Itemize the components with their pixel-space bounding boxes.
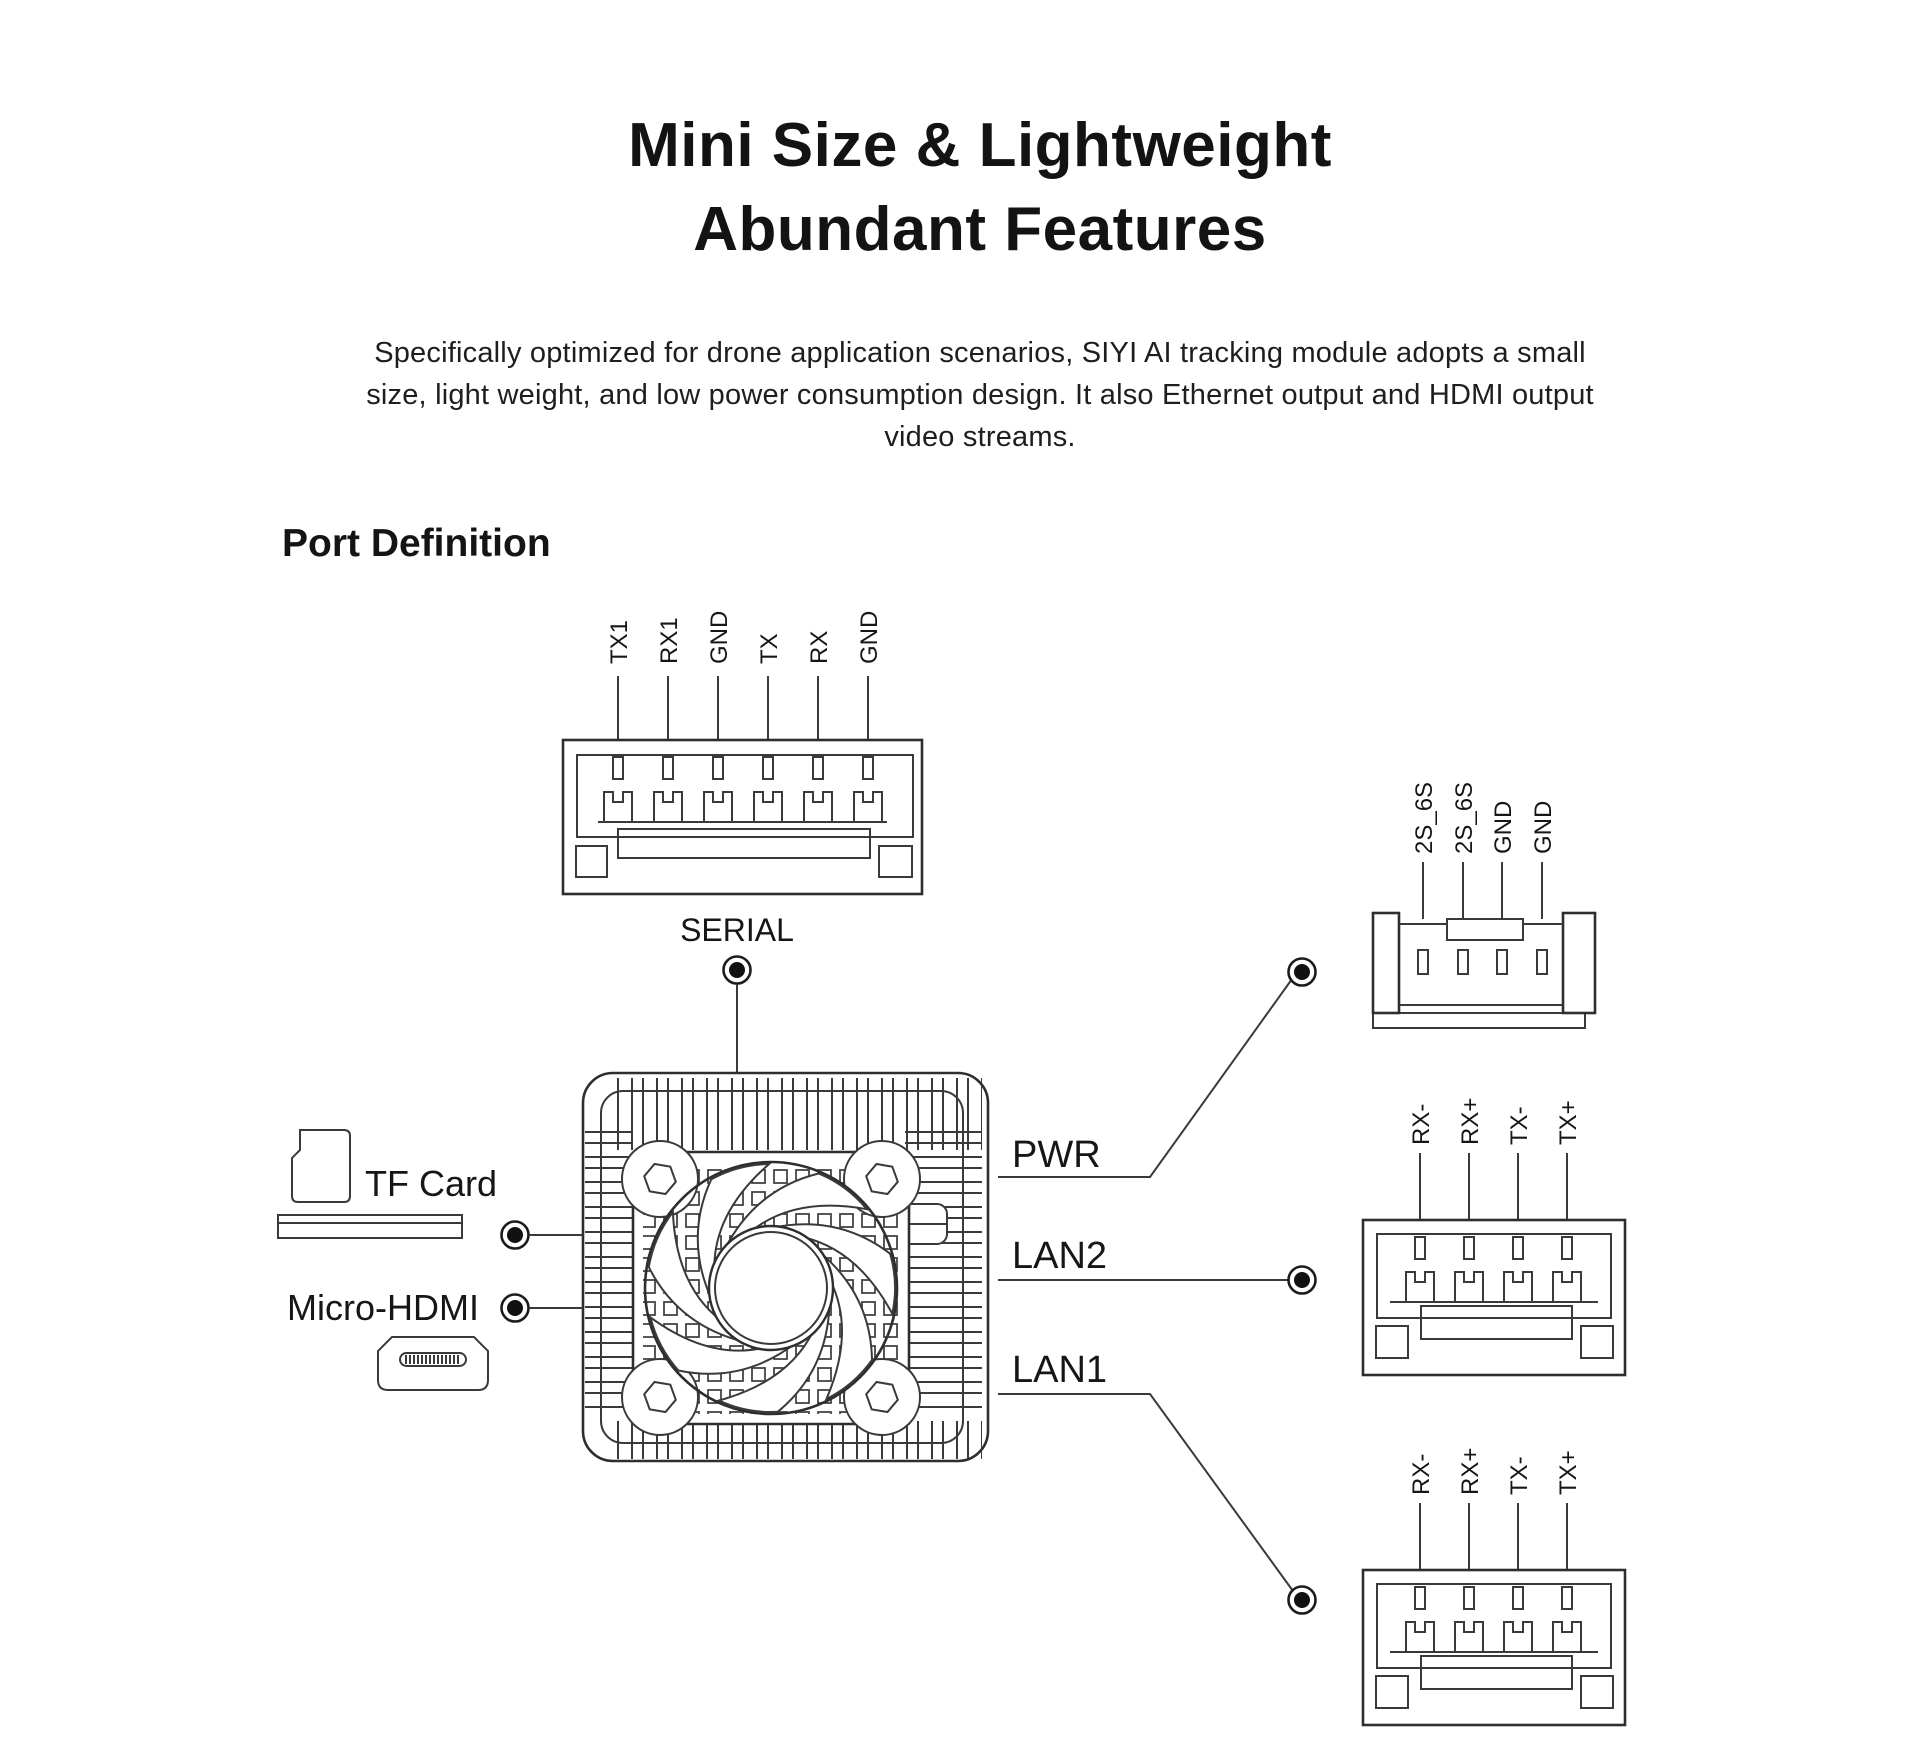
lan1-pin-label: RX+ [1457,1448,1484,1495]
lan2-pin-label: TX+ [1555,1100,1582,1145]
serial-port-label: SERIAL [680,912,794,948]
pwr-leader-line [998,978,1293,1178]
lan2-port-label: LAN2 [1012,1235,1107,1277]
pwr-pin-label: 2S_6S [1451,782,1478,854]
pwr-pin-label: 2S_6S [1411,782,1438,854]
pwr-port-label: PWR [1012,1134,1101,1176]
pwr-callout-dot [1287,957,1317,987]
module-drawing [581,1071,990,1463]
title-line-2: Abundant Features [693,195,1267,264]
serial-pin-label: TX [756,633,783,664]
pwr-pin-labels: 2S_6S 2S_6S GND GND [1411,782,1557,854]
fan-rim [643,1160,899,1416]
pwr-pin-label: GND [1530,801,1557,854]
screw-hex-icons [643,1162,899,1414]
intro-line: video streams. [884,421,1076,453]
serial-pin-labels: TX1 RX1 GND TX RX GND [606,611,883,664]
tf-card-group: TF Card [277,1129,583,1250]
micro-hdmi-label: Micro-HDMI [287,1287,479,1328]
pwr-pin-label: GND [1490,801,1517,854]
tf-card-slot-icon [277,1214,463,1239]
tf-card-label: TF Card [365,1163,497,1204]
lan1-callout-dot [1287,1585,1317,1615]
serial-pin-label: TX1 [606,620,633,664]
lan1-leader-line [998,1393,1294,1592]
lan1-port-label: LAN1 [1012,1349,1107,1391]
lan1-pin-labels: RX- RX+ TX- TX+ [1408,1448,1582,1495]
serial-pin-label: GND [856,611,883,664]
serial-pin-label: GND [706,611,733,664]
lan1-connector-drawing [1361,1503,1627,1727]
lan2-callout-dot [1287,1265,1317,1295]
lan2-pin-label: RX- [1408,1104,1435,1145]
intro-line: size, light weight, and low power consum… [366,379,1594,411]
lan2-pin-label: RX+ [1457,1098,1484,1145]
serial-pin-label: RX1 [656,617,683,664]
lan1-pin-label: TX+ [1555,1450,1582,1495]
screw-bosses [621,1140,921,1436]
lan1-pin-label: TX- [1506,1456,1533,1495]
page-title: Mini Size & Lightweight Abundant Feature… [0,104,1920,272]
micro-hdmi-icon [377,1336,489,1391]
micro-hdmi-group: Micro-HDMI [287,1287,583,1391]
lan2-pin-label: TX- [1506,1106,1533,1145]
serial-callout-dot [722,955,752,985]
fan-blades [647,1162,897,1413]
title-line-1: Mini Size & Lightweight [628,111,1332,180]
tf-card-icon [291,1129,351,1203]
micro-hdmi-callout-dot [500,1293,530,1323]
pwr-connector-drawing [1371,862,1597,1029]
tf-card-callout-dot [500,1220,530,1250]
serial-pin-label: RX [806,631,833,664]
fan-hub [707,1224,835,1352]
serial-connector-drawing [561,676,924,896]
lan2-pin-labels: RX- RX+ TX- TX+ [1408,1098,1582,1145]
lan2-connector-drawing [1361,1153,1627,1377]
lan1-pin-label: RX- [1408,1454,1435,1495]
intro-paragraph: Specifically optimized for drone applica… [0,332,1920,458]
intro-line: Specifically optimized for drone applica… [374,337,1586,369]
section-heading: Port Definition [282,522,551,565]
